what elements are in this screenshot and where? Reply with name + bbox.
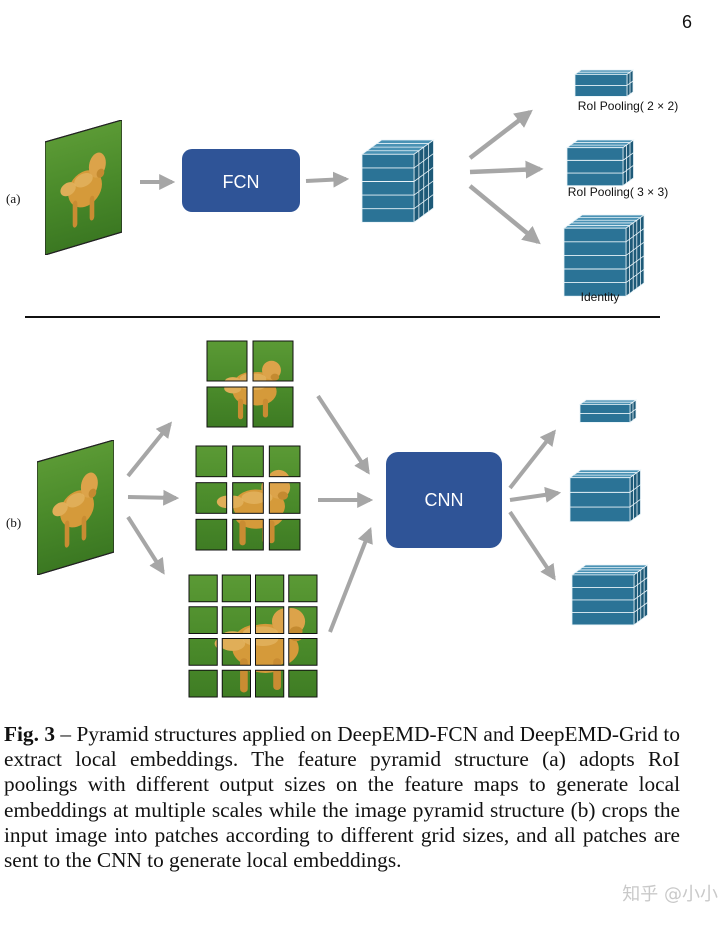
arrow-grid-2x2-to-cnn <box>316 394 370 475</box>
arrow-image-to-grid-3x3 <box>127 489 180 506</box>
roi-2x2-output <box>573 69 635 98</box>
caption-label: Fig. 3 <box>4 722 55 746</box>
figure-caption: Fig. 3 – Pyramid structures applied on D… <box>4 722 680 873</box>
identity-label: Identity <box>581 290 620 304</box>
page-number: 6 <box>681 12 692 32</box>
fcn-box: FCN <box>182 149 300 212</box>
input-image-a <box>45 120 122 255</box>
caption-text: – Pyramid structures applied on DeepEMD-… <box>4 722 680 873</box>
identity-output <box>562 214 646 297</box>
arrow-image-to-grid-4x4 <box>126 515 165 575</box>
roi-3x3-output <box>565 139 635 187</box>
fcn-label: FCN <box>223 172 260 192</box>
patch-grid-4x4 <box>188 574 318 698</box>
cnn-output-large <box>570 564 649 626</box>
cnn-output-medium <box>568 469 642 523</box>
cnn-label: CNN <box>425 490 464 510</box>
panel-a-tag: (a) <box>6 191 20 206</box>
pyramid-figure: (a) FCN RoI Pooling( 2 × 2) RoI Pooling(… <box>6 69 678 698</box>
arrow-to-roi-2x2 <box>468 109 533 160</box>
arrow-cnn-to-out-1 <box>508 429 556 490</box>
arrow-image-to-grid-2x2 <box>126 421 173 478</box>
roi-3x3-label: RoI Pooling( 3 × 3) <box>568 185 668 199</box>
panel-b-tag: (b) <box>6 515 21 530</box>
arrow-to-roi-3x3 <box>469 160 544 179</box>
cnn-output-small <box>578 399 638 424</box>
roi-2x2-label: RoI Pooling( 2 × 2) <box>578 99 678 113</box>
arrow-to-identity <box>468 184 541 245</box>
patch-grid-2x2 <box>206 340 294 428</box>
input-image-b <box>37 440 114 575</box>
arrow-cnn-to-out-3 <box>508 510 556 581</box>
cnn-box: CNN <box>386 452 502 548</box>
patch-grid-3x3 <box>195 445 301 551</box>
watermark: 知乎 @小小 <box>622 884 718 905</box>
arrow-fcn-to-feature-map <box>305 171 350 188</box>
arrow-grid-4x4-to-cnn <box>328 527 373 633</box>
feature-map-cube <box>360 139 435 224</box>
arrow-cnn-to-out-2 <box>509 486 562 503</box>
